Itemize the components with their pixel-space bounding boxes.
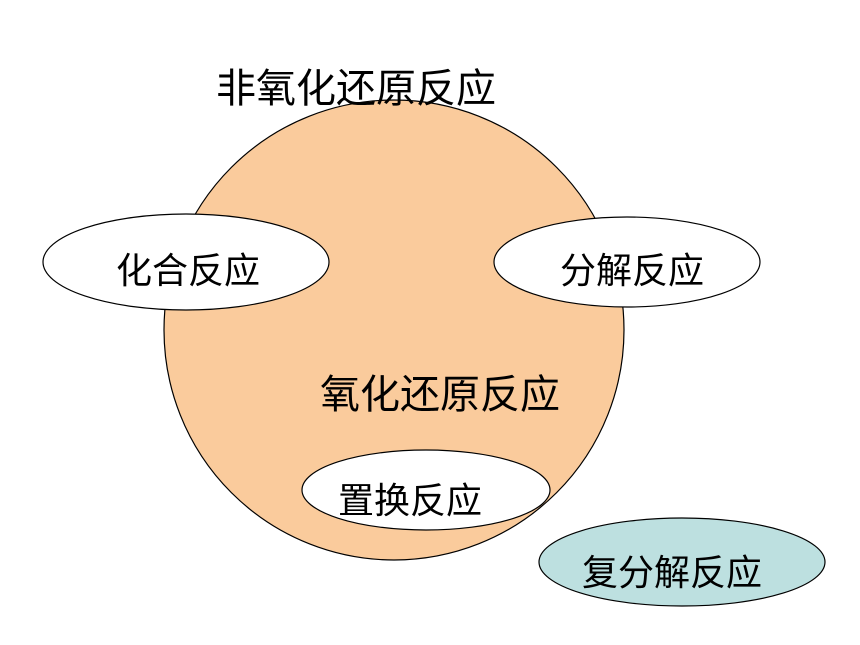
redox-reaction-circle bbox=[163, 99, 625, 561]
displacement-reaction-ellipse bbox=[301, 449, 551, 531]
combination-reaction-label: 化合反应 bbox=[116, 251, 261, 292]
double-decomposition-reaction-label: 复分解反应 bbox=[582, 553, 763, 594]
diagram-title: 非氧化还原反应 bbox=[216, 66, 496, 112]
double-decomposition-reaction-ellipse bbox=[538, 517, 826, 607]
decomposition-reaction-ellipse bbox=[493, 216, 761, 308]
combination-reaction-ellipse bbox=[42, 213, 330, 311]
redox-reaction-label: 氧化还原反应 bbox=[320, 372, 560, 418]
decomposition-reaction-label: 分解反应 bbox=[560, 251, 705, 292]
displacement-reaction-label: 置换反应 bbox=[338, 481, 483, 522]
